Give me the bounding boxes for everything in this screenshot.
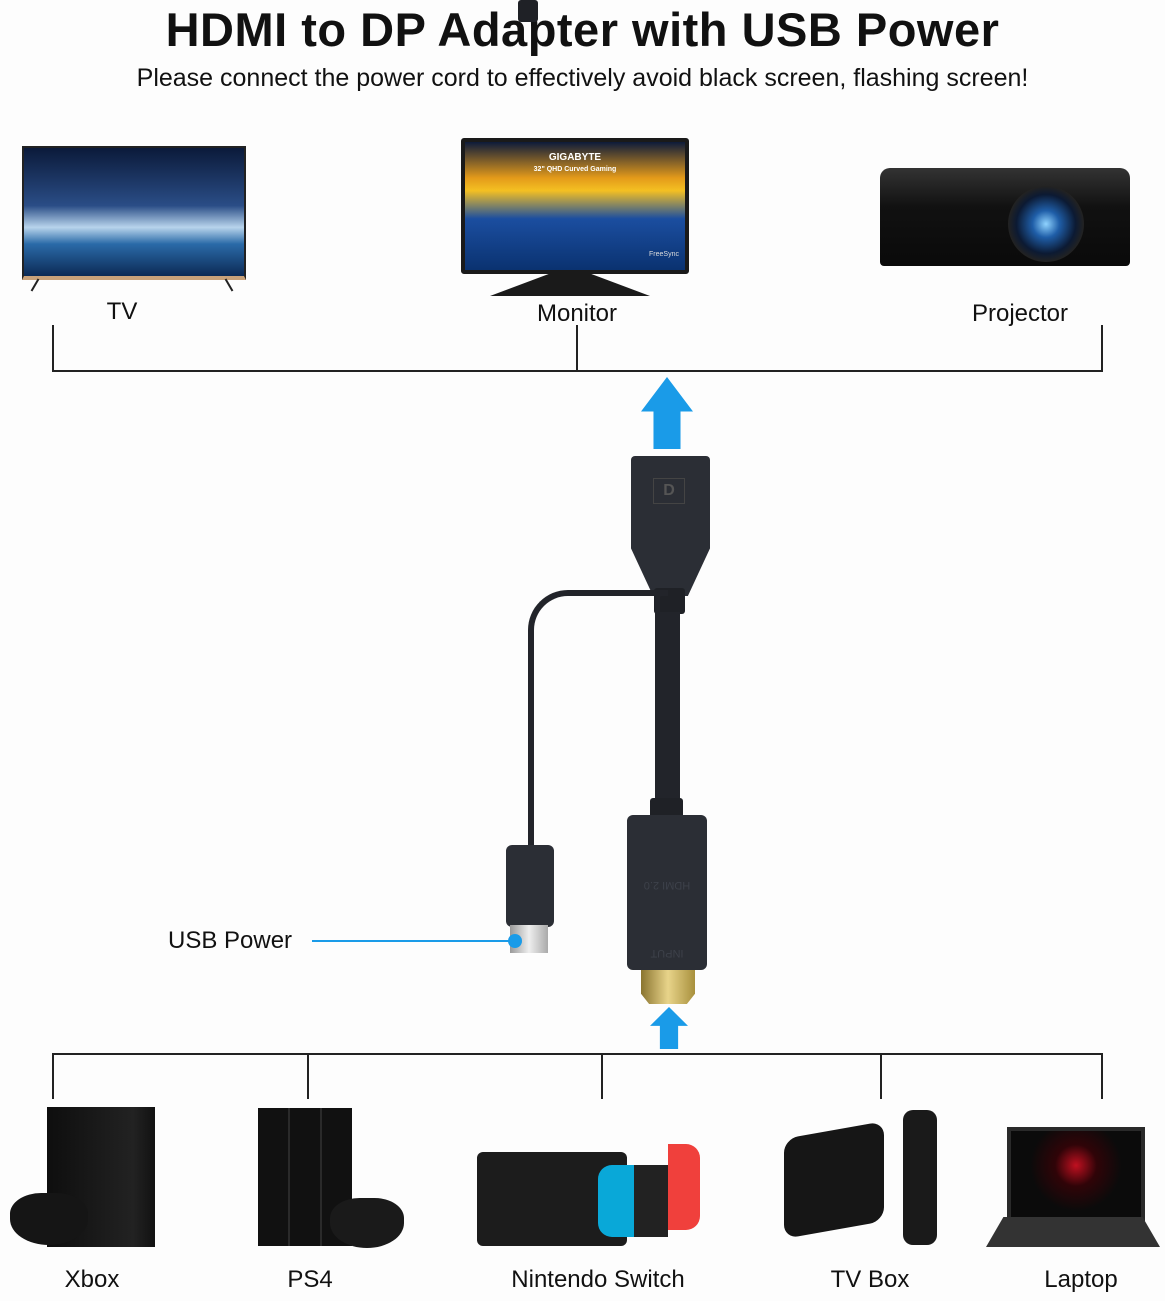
bracket-tick bbox=[601, 1053, 603, 1099]
page-subtitle: Please connect the power cord to effecti… bbox=[136, 64, 1029, 92]
arrow-up-icon bbox=[641, 377, 693, 449]
usb-strain-relief bbox=[518, 0, 538, 22]
switch-console bbox=[634, 1165, 668, 1237]
page-title: HDMI to DP Adapter with USB Power bbox=[165, 3, 1000, 56]
monitor-label: Monitor bbox=[536, 300, 618, 327]
monitor-image: GIGABYTE 32" QHD Curved Gaming FreeSync bbox=[461, 138, 689, 274]
projector-label: Projector bbox=[971, 300, 1069, 327]
tvbox-label: TV Box bbox=[830, 1266, 910, 1293]
hdmi-connector: HDMI 2.0 INPUT bbox=[627, 815, 707, 970]
xbox-controller bbox=[10, 1193, 88, 1245]
ps4-label: PS4 bbox=[287, 1266, 333, 1293]
arrow-up-icon bbox=[650, 1007, 688, 1049]
projector-lens bbox=[1008, 186, 1084, 262]
switch-joycon-blue bbox=[598, 1165, 634, 1237]
ps4-controller bbox=[330, 1198, 404, 1248]
bracket-tick bbox=[1101, 325, 1103, 371]
input-text: INPUT bbox=[650, 947, 684, 959]
tv-image bbox=[22, 146, 246, 280]
usb-power-label: USB Power bbox=[168, 927, 293, 954]
bracket-tick bbox=[880, 1053, 882, 1099]
tv-label: TV bbox=[106, 298, 138, 325]
usb-callout-dot bbox=[508, 934, 522, 948]
bracket-tick bbox=[1101, 1053, 1103, 1099]
tv-leg bbox=[224, 278, 234, 292]
laptop-base bbox=[986, 1217, 1160, 1247]
usb-callout-line bbox=[312, 940, 516, 942]
usb-plug-body bbox=[506, 845, 554, 927]
laptop-screen bbox=[1007, 1127, 1145, 1221]
tv-leg bbox=[30, 278, 40, 292]
bracket-tick bbox=[52, 325, 54, 371]
bracket-tick bbox=[52, 1053, 54, 1099]
switch-label: Nintendo Switch bbox=[511, 1266, 685, 1293]
projector-image bbox=[880, 168, 1130, 266]
input-bracket bbox=[52, 1053, 1103, 1055]
monitor-brand: GIGABYTE bbox=[548, 152, 602, 163]
tvbox-image bbox=[784, 1121, 884, 1239]
output-bracket bbox=[52, 370, 1103, 372]
tvbox-remote bbox=[903, 1110, 937, 1245]
bracket-tick bbox=[307, 1053, 309, 1099]
hdmi-text: HDMI 2.0 bbox=[643, 879, 691, 891]
bracket-tick bbox=[576, 325, 578, 371]
monitor-model: 32" QHD Curved Gaming bbox=[533, 166, 617, 173]
dp-logo-icon: D bbox=[653, 478, 685, 504]
usb-cable-join bbox=[655, 590, 665, 802]
monitor-stand bbox=[490, 272, 650, 296]
dp-connector bbox=[631, 456, 710, 596]
monitor-badge: FreeSync bbox=[649, 251, 679, 258]
hdmi-plug bbox=[641, 970, 695, 1004]
switch-joycon-red bbox=[668, 1144, 700, 1230]
laptop-label: Laptop bbox=[1044, 1266, 1118, 1293]
xbox-label: Xbox bbox=[64, 1266, 120, 1293]
main-cable bbox=[658, 612, 680, 802]
usb-cable bbox=[528, 590, 668, 850]
hdmi-strain-relief bbox=[650, 798, 683, 818]
